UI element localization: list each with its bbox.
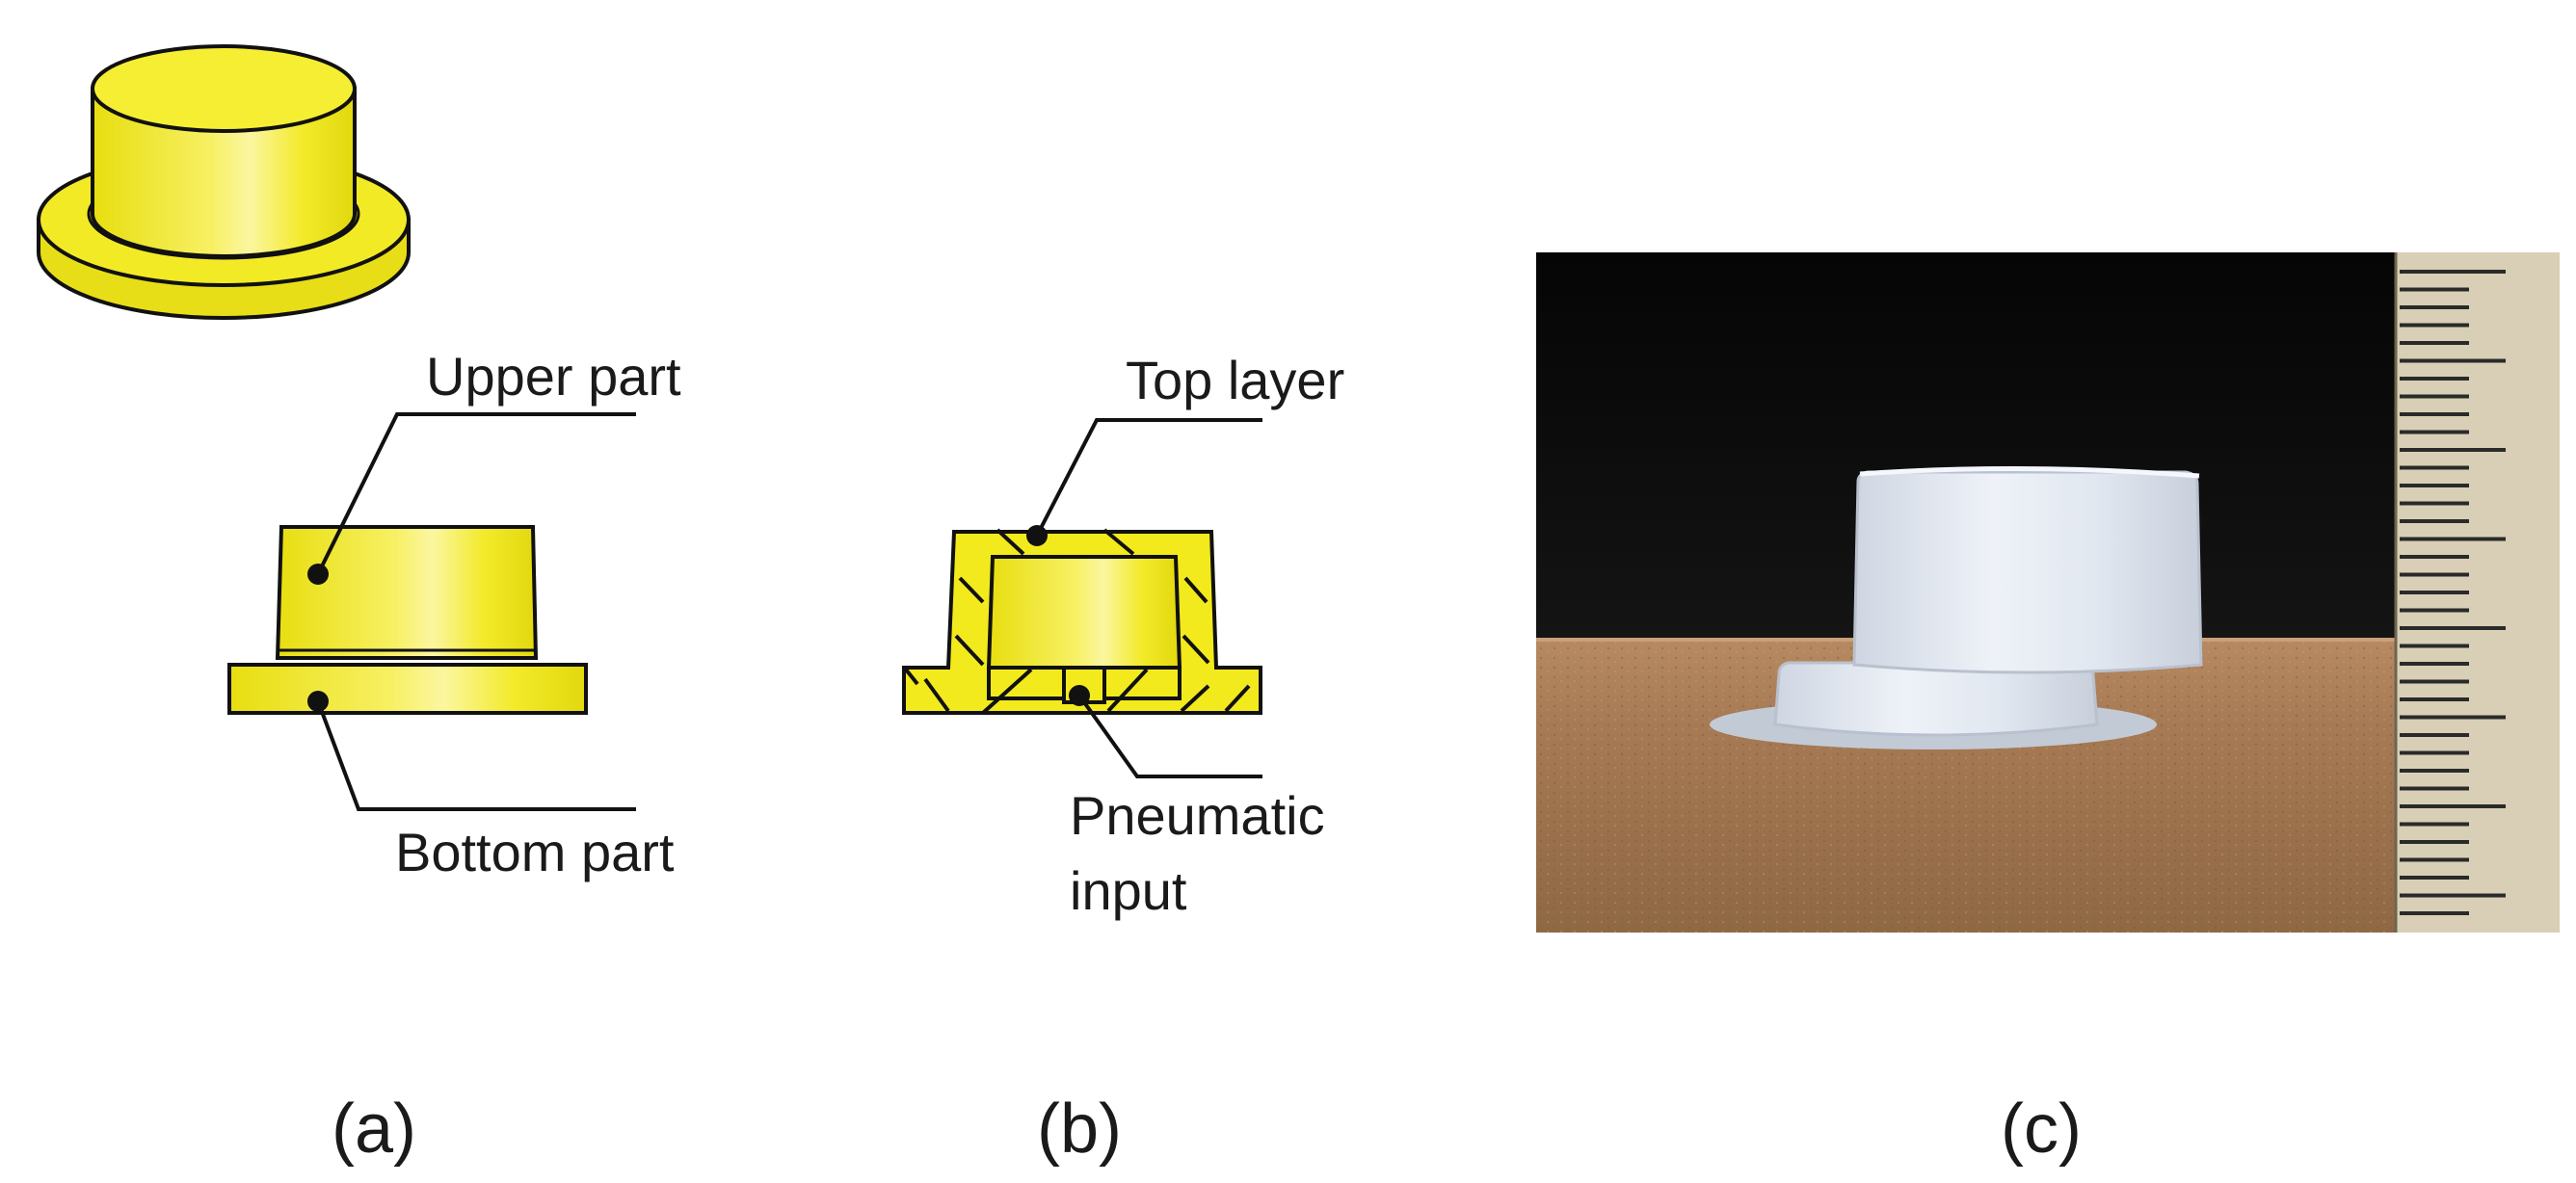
- upper-part-label: Upper part: [426, 346, 681, 407]
- top-layer-marker: [1026, 525, 1048, 546]
- pneumatic-input-marker: [1069, 685, 1090, 706]
- ruler-ticks: [2400, 270, 2506, 915]
- hatch-marks-b: [904, 528, 1251, 715]
- panel-label-c: (c): [2001, 1091, 2082, 1168]
- silicone-stopper: [1710, 465, 2203, 749]
- leader-lines-b: [1035, 418, 1262, 778]
- panel-label-b: (b): [1037, 1091, 1122, 1168]
- pneumatic-label-line1: Pneumatic: [1070, 785, 1325, 846]
- photo-panel-c: [1536, 252, 2560, 933]
- pneumatic-label-line2: input: [1070, 860, 1187, 921]
- bottom-part-label: Bottom part: [395, 822, 675, 882]
- panel-label-a: (a): [332, 1091, 416, 1168]
- top-layer-label: Top layer: [1126, 350, 1344, 410]
- bottom-part-marker: [307, 691, 329, 712]
- side-view-a: [227, 525, 588, 715]
- upper-part-marker: [307, 564, 329, 585]
- leader-lines-a: [316, 412, 636, 811]
- isometric-stopper-drawing: [37, 44, 411, 320]
